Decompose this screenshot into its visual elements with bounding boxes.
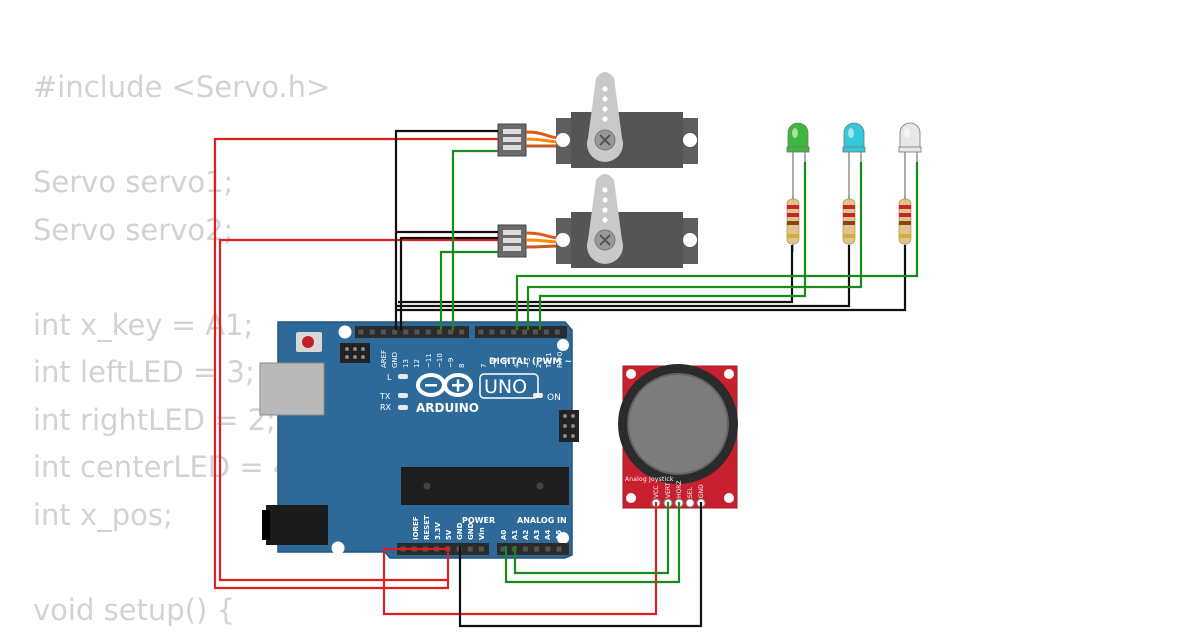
tx-label: TX [379,392,391,401]
header-pin-hole[interactable] [534,547,539,552]
l-led-label: L [387,373,392,382]
wire-green-servo2-signal [441,252,498,330]
analog-joystick-module[interactable]: Analog Joystick VCC VERT HORZ SEL GND [618,364,738,508]
digital-pin-label: ~3 [524,358,532,368]
header-pin-hole[interactable] [544,330,549,335]
joystick-pin-label: GND [698,484,705,498]
servo-motor-2[interactable] [498,174,698,268]
header-pin-hole[interactable] [370,330,375,335]
joystick-pin-label: VERT [665,482,672,498]
header-pin-hole[interactable] [392,330,397,335]
power-analog-pin-label: RESET [423,515,431,540]
header-pin-hole[interactable] [533,330,538,335]
digital-pin-label: ~11 [425,353,433,368]
header-pin-hole[interactable] [545,547,550,552]
digital-pin-label: 2 [535,364,543,368]
joystick-title: Analog Joystick [625,476,674,483]
digital-pin-label: ~10 [436,353,444,368]
digital-pin-label: ~5 [502,358,510,368]
joystick-pin-label: VCC [653,486,660,498]
mounting-hole [332,542,345,555]
rx-label: RX [380,403,392,412]
header-pin-hole[interactable] [426,330,431,335]
reset-button[interactable] [296,332,322,352]
digital-pin-label: TX 1 [545,352,553,369]
mounting-hole [557,339,569,351]
icsp-header-usb [340,343,370,363]
header-pin-hole[interactable] [555,330,560,335]
header-pin-hole[interactable] [381,330,386,335]
header-pin-hole[interactable] [489,330,494,335]
power-jack [262,505,328,545]
header-pin-hole[interactable] [511,330,516,335]
atmega-chip [401,467,569,505]
wire-black-gnd-servo1 [396,131,498,330]
power-analog-pin-label: A4 [544,530,552,540]
header-pin-hole[interactable] [522,330,527,335]
resistor [899,195,911,252]
header-pin-hole[interactable] [403,330,408,335]
header-pin-hole[interactable] [479,547,484,552]
digital-pin-label: 4 [513,363,521,368]
on-label: ON [547,393,561,403]
icsp-header [559,410,579,442]
power-analog-pin-label: A3 [533,530,541,540]
header-pin-hole[interactable] [359,330,364,335]
resistor [843,195,855,252]
header-pin-hole[interactable] [468,547,473,552]
digital-pin-label: 12 [413,359,421,368]
header-pin-hole[interactable] [500,330,505,335]
power-analog-pin-label: GND [467,522,475,540]
digital-pin-label: AREF [380,350,388,368]
digital-pin-label: 7 [480,364,488,368]
power-analog-pin-label: A1 [511,530,519,540]
digital-pin-label: GND [391,352,399,368]
header-pin-hole[interactable] [448,330,453,335]
digital-pin-label: RX 0 [556,352,564,368]
arduino-uno-board[interactable]: L TX RX ON ARDUINO UNO DIGITAL (PWM ~) P… [260,322,579,558]
l-led [398,374,408,379]
resistor [787,195,799,252]
digital-pin-label: ~9 [447,358,455,368]
header-pin-hole[interactable] [437,330,442,335]
usb-connector [260,363,324,415]
power-analog-pin-label: 5V [445,529,453,540]
power-analog-pin-label: A0 [500,530,508,540]
header-pin-hole[interactable] [501,547,506,552]
header-pin-hole[interactable] [557,547,562,552]
power-analog-pin-label: Vin [478,527,486,540]
arduino-logo-text: ARDUINO [416,401,479,415]
header-pin-hole[interactable] [459,330,464,335]
digital-pin-label: 8 [458,364,466,368]
joystick-pin-label: HORZ [676,480,683,498]
servo-motor-1[interactable] [498,72,698,168]
mounting-hole [339,326,352,339]
model-label: UNO [484,376,527,398]
power-analog-pin-label: 3.3V [434,522,442,540]
joystick-pin[interactable] [686,499,694,507]
header-pin-hole[interactable] [415,330,420,335]
header-pin-hole[interactable] [479,330,484,335]
joystick-knob[interactable] [628,374,728,474]
power-analog-pin-label: GND [456,522,464,540]
header-pin-hole[interactable] [523,547,528,552]
digital-header-right [475,326,567,338]
power-analog-pin-label: IOREF [412,516,420,540]
tx-led [398,393,408,398]
power-analog-pin-label: A2 [522,530,530,540]
rx-led [398,405,408,410]
joystick-pin-label: SEL [687,486,694,498]
analog-label: ANALOG IN [517,516,567,525]
power-analog-pin-label: A5 [555,530,563,540]
digital-pin-label: ~6 [491,357,499,368]
digital-pin-label: 13 [402,359,410,368]
